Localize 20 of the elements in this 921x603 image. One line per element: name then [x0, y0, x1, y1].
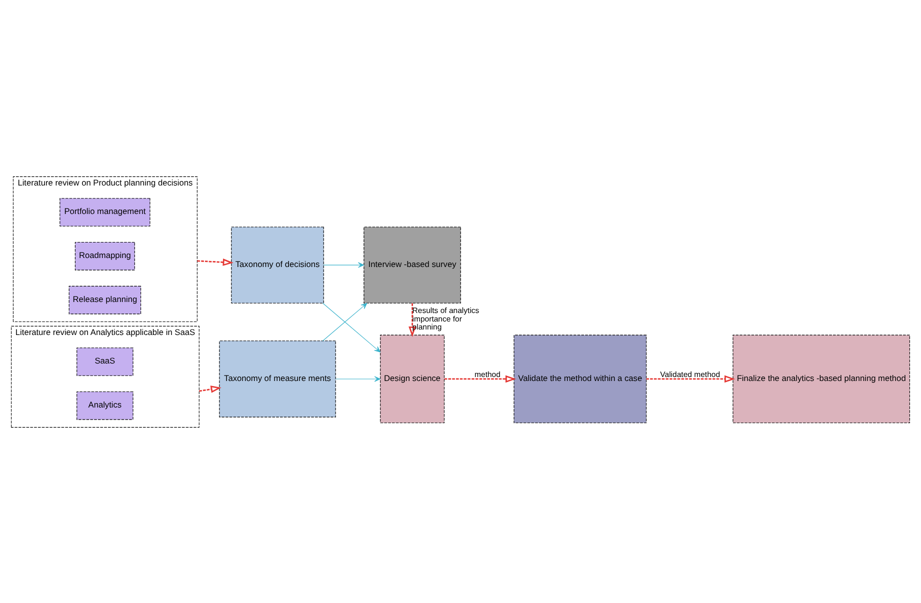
node-box: Taxonomy of decisions	[231, 226, 324, 303]
node-box: Validate the method within a case	[514, 334, 647, 423]
node-box: Taxonomy of measure ments	[219, 340, 336, 417]
arrow	[335, 376, 380, 382]
arrow	[646, 374, 736, 382]
node-box: Analytics	[76, 390, 134, 420]
arrow	[197, 258, 234, 266]
node-box: Design science	[380, 334, 445, 423]
arrow	[444, 374, 516, 382]
arrow	[323, 262, 364, 268]
arrow	[199, 385, 222, 392]
node-box: Roadmapping	[74, 241, 135, 270]
arrow	[322, 302, 380, 352]
node-box: Release planning	[68, 285, 142, 314]
arrow	[322, 302, 368, 341]
node-box: SaaS	[76, 347, 134, 376]
arrow	[408, 302, 416, 337]
node-box: Finalize the analytics -based planning method	[732, 334, 910, 423]
node-box: Interview -based survey	[364, 226, 461, 303]
node-box: Portfolio management	[60, 198, 150, 226]
